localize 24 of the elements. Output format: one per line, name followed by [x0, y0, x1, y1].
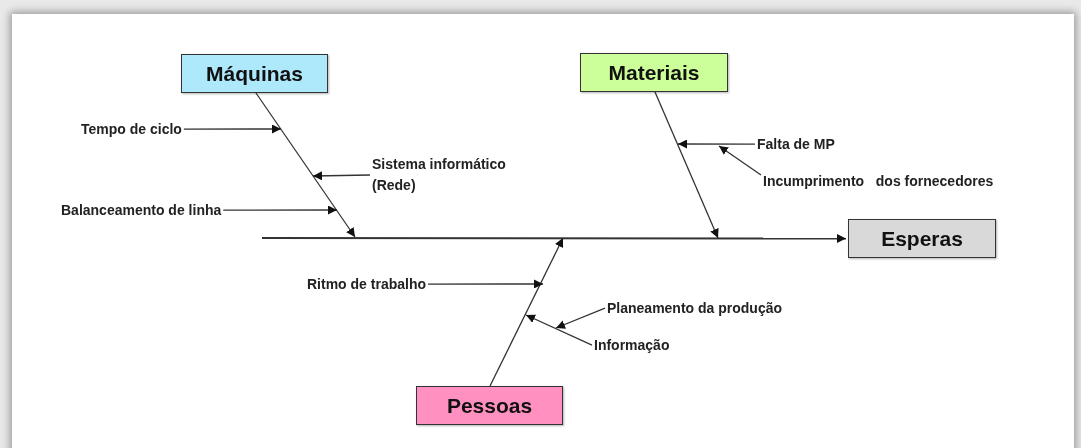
arrow [525, 314, 593, 346]
category-box: Máquinas [181, 54, 328, 93]
cause-label: Tempo de ciclo [81, 121, 182, 138]
arrow [183, 124, 282, 134]
cause-label: Ritmo de trabalho [307, 276, 426, 293]
arrow [255, 92, 356, 238]
arrow [555, 307, 606, 329]
cause-label: Sistema informático (Rede) [372, 154, 552, 196]
category-box: Pessoas [416, 386, 563, 425]
arrow [718, 145, 762, 176]
arrow [427, 279, 544, 289]
cause-label: Balanceamento de linha [61, 202, 222, 219]
arrow [222, 205, 338, 215]
cause-label: Falta de MP [757, 136, 835, 153]
arrow [677, 139, 756, 149]
arrow [654, 91, 719, 239]
effect-box: Esperas [848, 219, 996, 258]
cause-label: Informação [594, 337, 670, 354]
cause-label: Incumprimento dos fornecedores [763, 173, 994, 190]
arrow [489, 237, 564, 387]
category-box: Materiais [580, 53, 728, 92]
spine-arrow [261, 234, 847, 243]
arrow [312, 171, 371, 181]
cause-label: Planeamento da produção [607, 300, 783, 317]
